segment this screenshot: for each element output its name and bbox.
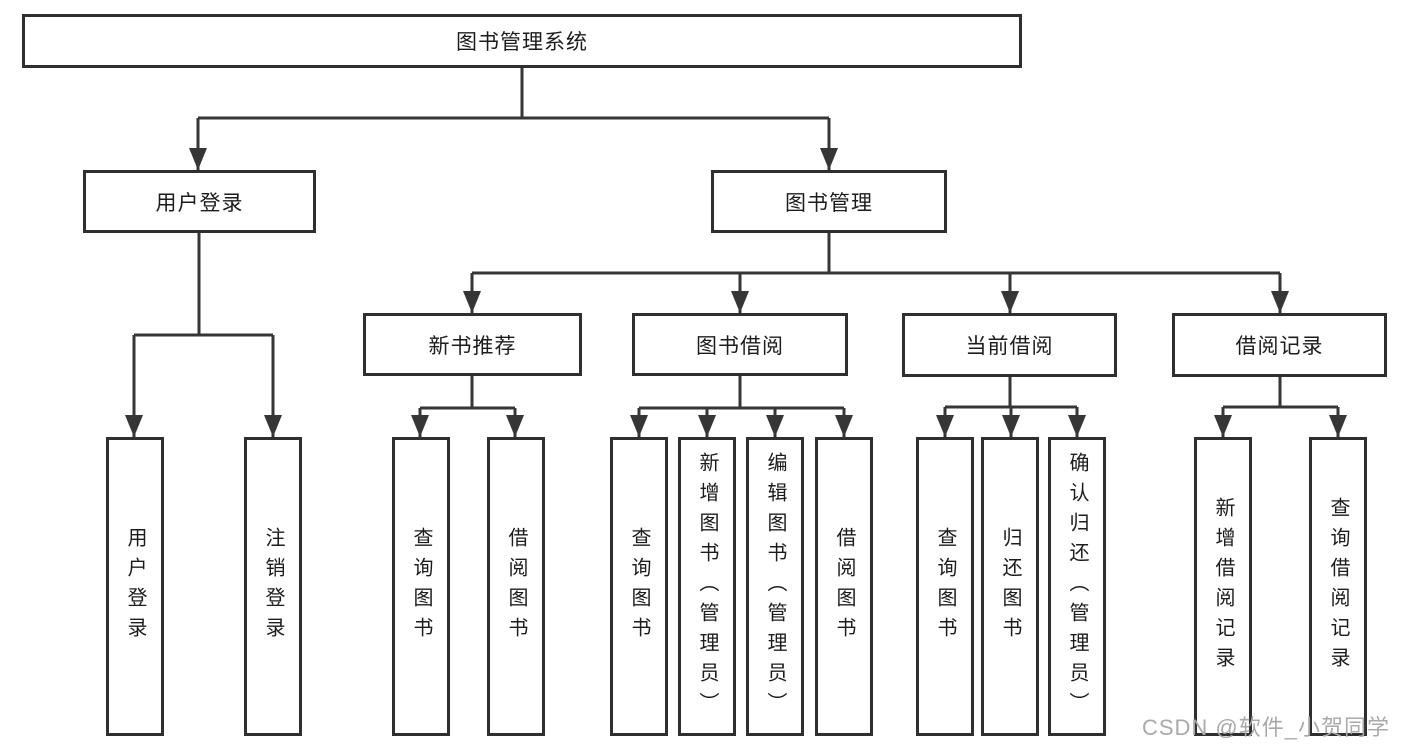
connector-book-mgmt-children [463, 233, 1289, 313]
node-book-borrow: 图书借阅 [632, 313, 848, 376]
connector-user-login-children [125, 233, 282, 437]
node-book-mgmt: 图书管理 [711, 170, 947, 233]
connector-new-book-rec-children [411, 376, 524, 437]
node-user-login-label: 用户登录 [155, 191, 244, 215]
node-current-borrow: 当前借阅 [902, 313, 1117, 377]
node-book-mgmt-label: 图书管理 [785, 191, 873, 215]
leaf-bb-borrow-books: 借阅图书 [815, 437, 873, 736]
leaf-bb-add-books-admin: 新增图书（管理员） [678, 437, 736, 736]
leaf-cb-query-books: 查询图书 [916, 437, 974, 736]
leaf-bb-query-books: 查询图书 [610, 437, 668, 736]
connector-current-borrow-children [936, 377, 1086, 437]
leaf-nbr-borrow-books: 借阅图书 [487, 437, 545, 736]
leaf-bb-add-books-admin-label: 新增图书（管理员） [696, 451, 718, 722]
leaf-bb-borrow-books-label: 借阅图书 [833, 526, 855, 647]
connector-book-borrow-children [630, 376, 853, 437]
connector-root-to-level2 [189, 68, 838, 170]
leaf-cb-return-books-label: 归还图书 [999, 526, 1021, 647]
node-root: 图书管理系统 [22, 14, 1022, 68]
leaf-cb-query-books-label: 查询图书 [934, 526, 956, 647]
leaf-nbr-query-books: 查询图书 [392, 437, 450, 736]
node-current-borrow-label: 当前借阅 [965, 335, 1054, 358]
leaf-user-login: 用户登录 [106, 437, 164, 736]
leaf-bb-edit-books-admin-label: 编辑图书（管理员） [764, 451, 786, 722]
node-borrow-records: 借阅记录 [1172, 313, 1387, 377]
node-book-borrow-label: 图书借阅 [696, 334, 784, 358]
node-new-book-rec: 新书推荐 [363, 313, 582, 376]
node-user-login: 用户登录 [83, 170, 316, 233]
leaf-br-query-record: 查询借阅记录 [1309, 437, 1367, 736]
leaf-br-add-record: 新增借阅记录 [1194, 437, 1252, 736]
leaf-cb-return-books: 归还图书 [981, 437, 1039, 736]
leaf-cb-confirm-return-admin-label: 确认归还（管理员） [1066, 451, 1088, 722]
csdn-watermark: CSDN @软件_小贺同学 [1141, 715, 1390, 740]
connector-borrow-records-children [1214, 377, 1347, 437]
leaf-bb-query-books-label: 查询图书 [628, 526, 650, 647]
leaf-nbr-borrow-books-label: 借阅图书 [505, 526, 527, 647]
leaf-logout: 注销登录 [244, 437, 302, 736]
leaf-bb-edit-books-admin: 编辑图书（管理员） [746, 437, 804, 736]
leaf-br-query-record-label: 查询借阅记录 [1327, 496, 1349, 677]
node-root-label: 图书管理系统 [456, 31, 588, 54]
leaf-logout-label: 注销登录 [262, 526, 284, 647]
node-new-book-rec-label: 新书推荐 [428, 334, 517, 358]
leaf-nbr-query-books-label: 查询图书 [410, 526, 432, 647]
leaf-cb-confirm-return-admin: 确认归还（管理员） [1048, 437, 1106, 736]
leaf-user-login-label: 用户登录 [124, 526, 146, 647]
node-borrow-records-label: 借阅记录 [1235, 335, 1324, 358]
leaf-br-add-record-label: 新增借阅记录 [1212, 496, 1234, 677]
